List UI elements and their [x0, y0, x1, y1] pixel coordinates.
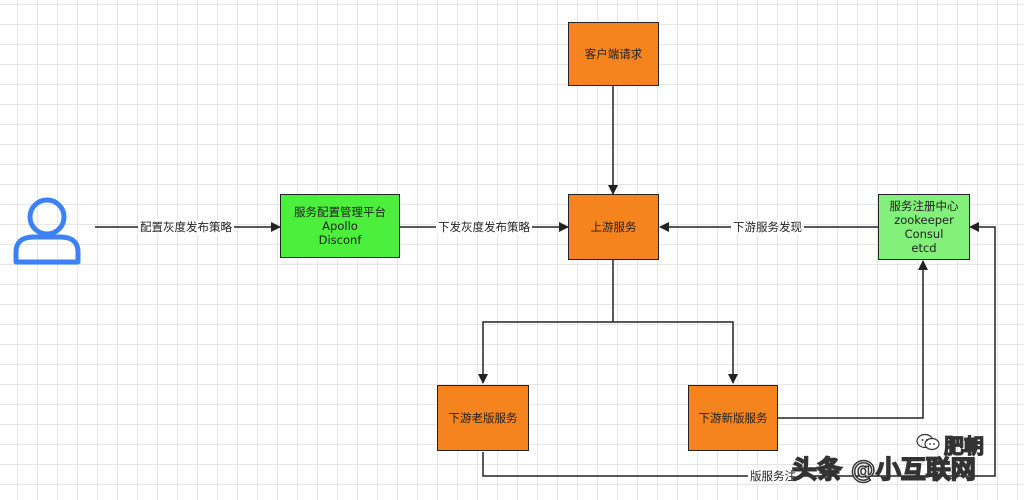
downstream-new-label: 下游新版服务	[698, 411, 768, 425]
edge-label-push-strategy: 下发灰度发布策略	[436, 220, 532, 234]
watermark-top: 肥朝	[943, 433, 984, 458]
watermark-suffix: 互联网	[900, 454, 977, 485]
upstream-service-label: 上游服务	[590, 220, 637, 234]
edge-label-service-discovery: 下游服务发现	[731, 220, 804, 234]
edge-fork-to-old	[478, 321, 613, 384]
config-platform-disconf: Disconf	[318, 233, 362, 247]
downstream-old-node: 下游老版服务	[437, 385, 529, 451]
config-platform-apollo: Apollo	[322, 219, 358, 233]
registry-etcd: etcd	[911, 241, 937, 255]
edge-label-register-bottom: 版服务注	[748, 469, 798, 483]
registry-node: 服务注册中心 zookeeper Consul etcd	[878, 194, 970, 260]
downstream-old-label: 下游老版服务	[448, 411, 518, 425]
edge-fork-to-new	[613, 321, 738, 384]
registry-consul: Consul	[904, 227, 944, 241]
wechat-icon	[916, 433, 940, 451]
config-platform-node: 服务配置管理平台 Apollo Disconf	[280, 194, 400, 258]
watermark-prefix: 头条 @小	[791, 454, 901, 485]
user-icon	[13, 197, 81, 265]
config-platform-title: 服务配置管理平台	[294, 205, 386, 219]
upstream-service-node: 上游服务	[568, 194, 659, 260]
registry-title: 服务注册中心	[889, 199, 959, 213]
client-request-label: 客户端请求	[584, 47, 643, 61]
downstream-new-node: 下游新版服务	[688, 385, 778, 451]
edge-old-to-registry	[482, 222, 996, 477]
edge-label-configure-strategy: 配置灰度发布策略	[138, 220, 234, 234]
registry-zookeeper: zookeeper	[894, 213, 954, 227]
watermark: 头条 @小互联网	[791, 450, 977, 486]
edge-new-to-registry	[778, 260, 928, 419]
client-request-node: 客户端请求	[568, 22, 659, 86]
